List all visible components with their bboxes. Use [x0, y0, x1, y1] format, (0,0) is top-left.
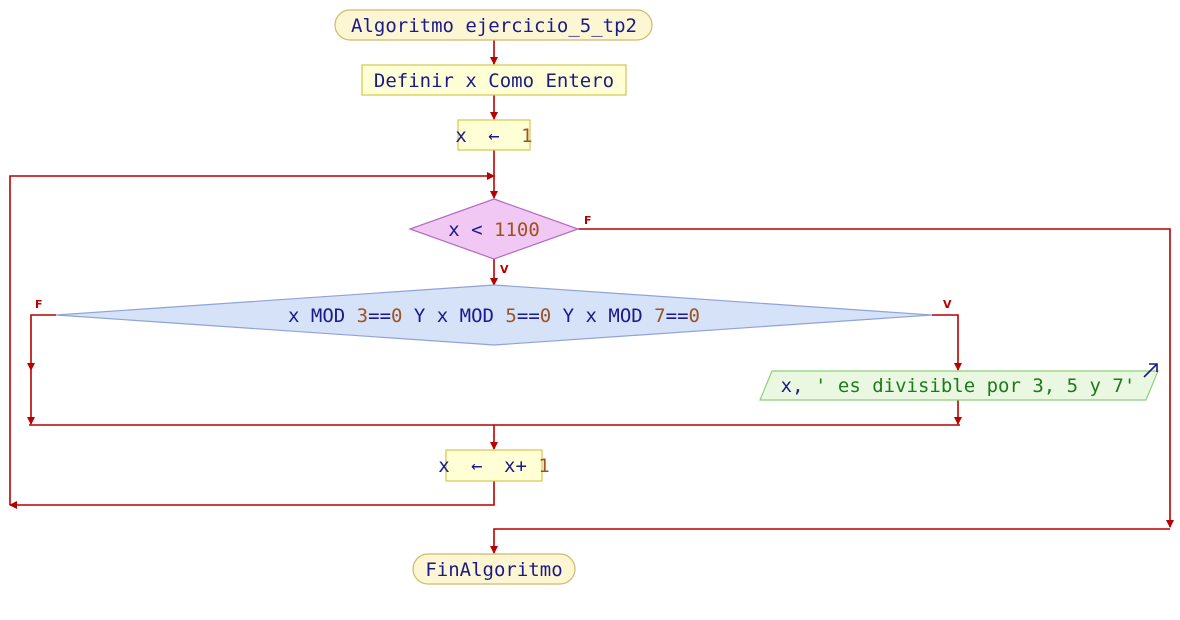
- output-arrow-icon: [1143, 363, 1158, 378]
- while-cond-var: x: [448, 219, 459, 241]
- if-cond-part: 0: [540, 305, 551, 327]
- start-label: Algoritmo ejercicio_5_tp2: [351, 15, 637, 37]
- output-prefix: x,: [781, 375, 804, 397]
- if-cond-part: 0: [689, 305, 700, 327]
- assign-init-var: x: [455, 125, 466, 147]
- if-cond-part: Y x MOD: [402, 305, 505, 327]
- assign-init-text: x ← 1: [455, 125, 532, 147]
- output-string: ' es divisible por 3, 5 y 7': [815, 375, 1135, 397]
- increment-expr: x+: [504, 455, 527, 477]
- while-cond-op: <: [471, 219, 482, 241]
- if-cond-part: ==: [517, 305, 540, 327]
- while-decision-diamond: [408, 198, 580, 260]
- if-cond-part: 7: [654, 305, 665, 327]
- increment-var: x: [438, 455, 449, 477]
- if-cond-part: 5: [505, 305, 516, 327]
- assign-init-box: [457, 119, 531, 151]
- connector-increment-loop: [9, 481, 495, 509]
- if-cond-part: ==: [666, 305, 689, 327]
- if-cond-part: 3: [357, 305, 368, 327]
- connectors: [9, 40, 1174, 554]
- connector-exit-end: [490, 528, 1170, 554]
- increment-text: x ← x+ 1: [438, 455, 550, 477]
- while-true-label: V: [500, 263, 509, 276]
- connector-if-false-upper: [27, 314, 56, 371]
- if-cond-part: 0: [391, 305, 402, 327]
- if-decision-diamond: [55, 284, 933, 346]
- increment-box: [445, 449, 543, 482]
- assign-init-value: 1: [521, 125, 532, 147]
- if-condition-text: x MOD 3==0 Y x MOD 5==0 Y x MOD 7==0: [288, 305, 700, 327]
- if-false-label: F: [35, 298, 43, 311]
- while-cond-value: 1100: [494, 219, 540, 241]
- end-terminal: [412, 553, 576, 585]
- if-true-label: V: [943, 298, 952, 311]
- increment-value: 1: [538, 455, 549, 477]
- if-cond-part: x MOD: [288, 305, 357, 327]
- assign-arrow-symbol: ←: [488, 125, 499, 147]
- declare-label: Definir x Como Entero: [374, 70, 614, 92]
- declare-process-box: [361, 64, 627, 96]
- loop-back-line: [9, 172, 495, 505]
- connector-while-false: [578, 228, 1174, 528]
- increment-arrow-symbol: ←: [471, 455, 482, 477]
- end-label: FinAlgoritmo: [425, 559, 562, 581]
- connector-if-true: [932, 314, 962, 371]
- if-cond-part: Y x MOD: [551, 305, 654, 327]
- while-false-label: F: [584, 214, 592, 227]
- while-condition-text: x < 1100: [448, 219, 540, 241]
- output-parallelogram: [759, 370, 1159, 401]
- start-terminal: [334, 9, 653, 41]
- if-cond-part: ==: [368, 305, 391, 327]
- output-text: x, ' es divisible por 3, 5 y 7': [781, 375, 1136, 397]
